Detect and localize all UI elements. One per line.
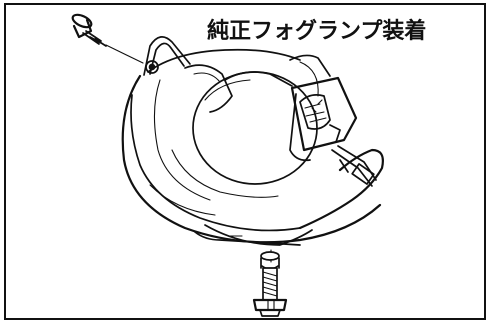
lower-bolt-icon bbox=[252, 249, 288, 317]
lamp-housing bbox=[121, 48, 382, 244]
caption-title: 純正フォグランプ装着 bbox=[207, 19, 427, 44]
lower-flange bbox=[194, 148, 384, 246]
upper-screw-icon bbox=[71, 13, 144, 64]
illustration-frame bbox=[4, 3, 486, 320]
